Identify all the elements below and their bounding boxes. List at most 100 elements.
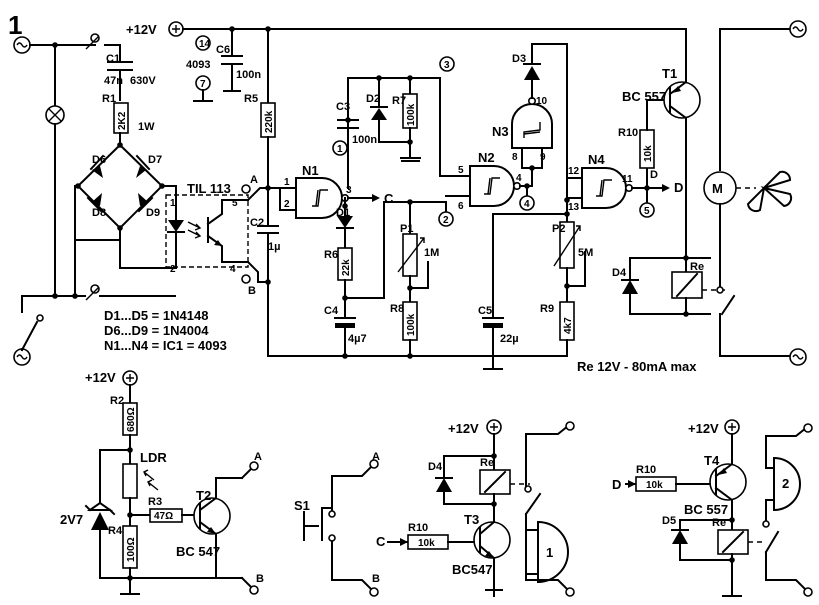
svg-text:100n: 100n xyxy=(352,134,377,146)
D4-symbol xyxy=(622,280,638,294)
switch-node-A[interactable] xyxy=(369,459,379,469)
D7-label: D7 xyxy=(148,154,162,166)
ldr-subcircuit: +12V R2 680Ω LDR R3 47Ω T2 BC 547 A B xyxy=(60,370,264,595)
svg-text:N3: N3 xyxy=(492,124,509,139)
connector-bottom xyxy=(85,284,100,301)
svg-text:T3: T3 xyxy=(464,512,479,527)
svg-text:R7: R7 xyxy=(392,95,406,107)
P1-R8-network: P1 1M R8 100k 2 xyxy=(383,199,454,359)
svg-text:D2: D2 xyxy=(366,93,380,105)
TIL113-package xyxy=(165,194,249,268)
svg-text:N1: N1 xyxy=(302,163,319,178)
C6-symbol xyxy=(221,55,243,65)
lamp-icon xyxy=(45,105,65,125)
svg-text:R3: R3 xyxy=(148,496,162,508)
svg-text:2: 2 xyxy=(782,476,789,491)
output-stage: R10 10k D BC 557 T1 D4 Re Re 12V - 80mA … xyxy=(577,28,726,374)
svg-text:10k: 10k xyxy=(646,480,663,491)
svg-text:+12V: +12V xyxy=(85,370,116,385)
C1-label: C1 xyxy=(106,53,120,65)
input-stage: R5 220k C2 1µ A B xyxy=(241,26,297,357)
svg-text:+12V: +12V xyxy=(448,421,479,436)
svg-text:100Ω: 100Ω xyxy=(126,537,137,562)
svg-text:22µ: 22µ xyxy=(500,333,519,345)
svg-text:R9: R9 xyxy=(540,303,554,315)
svg-text:1: 1 xyxy=(284,177,290,188)
D1-symbol xyxy=(337,216,353,228)
D6-label: D6 xyxy=(92,154,106,166)
R1-label: R1 xyxy=(102,93,116,105)
P2-R9-C5-network: P2 5M R9 4k7 C5 22µ xyxy=(478,197,593,370)
node-B-terminal[interactable] xyxy=(241,274,251,284)
motor-section: M xyxy=(703,20,807,366)
svg-text:1: 1 xyxy=(337,144,343,155)
svg-text:Re: Re xyxy=(712,517,726,529)
R1-value: 2K2 xyxy=(117,111,128,130)
switch-subcircuit: S1 A B xyxy=(294,451,380,597)
relay1-terminal-bottom[interactable] xyxy=(565,587,575,597)
svg-text:2: 2 xyxy=(284,199,290,210)
R1-rating: 1W xyxy=(138,121,155,133)
node-D-label: D xyxy=(674,180,683,195)
ldr-node-B[interactable] xyxy=(249,585,259,595)
svg-text:10k: 10k xyxy=(643,145,654,162)
svg-text:10k: 10k xyxy=(418,538,435,549)
svg-text:+12V: +12V xyxy=(688,421,719,436)
C5-symbol xyxy=(483,323,503,328)
ground-icon xyxy=(483,327,503,370)
pushbutton-S1[interactable] xyxy=(303,511,319,541)
TIL113-label: TIL 113 xyxy=(187,181,231,196)
node-A-terminal[interactable] xyxy=(241,184,251,194)
relay2-terminal-top[interactable] xyxy=(803,423,813,433)
svg-text:M: M xyxy=(712,181,723,196)
svg-text:R2: R2 xyxy=(110,395,124,407)
svg-text:R10: R10 xyxy=(636,464,656,476)
C4-symbol xyxy=(335,323,355,328)
relay2-terminal-bottom[interactable] xyxy=(803,587,813,597)
relay1-subcircuit: +12V D4 Re T3 BC547 C R10 10k xyxy=(376,419,575,597)
svg-text:3: 3 xyxy=(444,60,450,71)
svg-text:5: 5 xyxy=(232,198,238,209)
svg-text:2V7: 2V7 xyxy=(60,512,83,527)
svg-text:T2: T2 xyxy=(196,488,211,503)
D5-symbol xyxy=(672,530,688,544)
svg-text:5: 5 xyxy=(458,165,464,176)
svg-text:10: 10 xyxy=(536,96,548,107)
svg-text:12: 12 xyxy=(568,166,580,177)
testpoint-4 xyxy=(519,195,535,211)
light-arrow-icon xyxy=(143,469,155,481)
svg-text:2: 2 xyxy=(443,215,449,226)
N4-gate-icon xyxy=(581,167,627,209)
svg-text:R10: R10 xyxy=(408,522,428,534)
svg-text:4: 4 xyxy=(516,173,522,184)
svg-text:100k: 100k xyxy=(406,313,417,336)
mains-switch[interactable] xyxy=(20,320,39,352)
C1-value: 47n xyxy=(104,75,123,87)
switch-contact xyxy=(36,314,44,322)
svg-text:R5: R5 xyxy=(244,93,258,105)
svg-text:R10: R10 xyxy=(618,127,638,139)
svg-text:N2: N2 xyxy=(478,150,495,165)
svg-text:S1: S1 xyxy=(294,498,310,513)
svg-text:22k: 22k xyxy=(341,259,352,276)
switch-node-B[interactable] xyxy=(369,587,379,597)
zener-symbol xyxy=(91,512,109,530)
svg-text:5: 5 xyxy=(644,206,650,217)
svg-text:R4: R4 xyxy=(108,525,123,537)
figure-number: 1 xyxy=(8,10,22,40)
svg-text:C3: C3 xyxy=(336,101,350,113)
opto-led-icon xyxy=(168,220,184,232)
relay1-contact xyxy=(524,492,542,516)
svg-text:T4: T4 xyxy=(704,453,720,468)
relay1-terminal-top[interactable] xyxy=(565,421,575,431)
svg-text:A: A xyxy=(254,451,262,463)
C3-symbol xyxy=(337,119,359,129)
svg-text:D: D xyxy=(650,169,658,181)
T1-label: T1 xyxy=(662,66,677,81)
ldr-node-A[interactable] xyxy=(249,461,259,471)
fan-icon xyxy=(746,170,793,213)
P1-symbol xyxy=(402,233,418,277)
svg-text:Re: Re xyxy=(690,261,704,273)
